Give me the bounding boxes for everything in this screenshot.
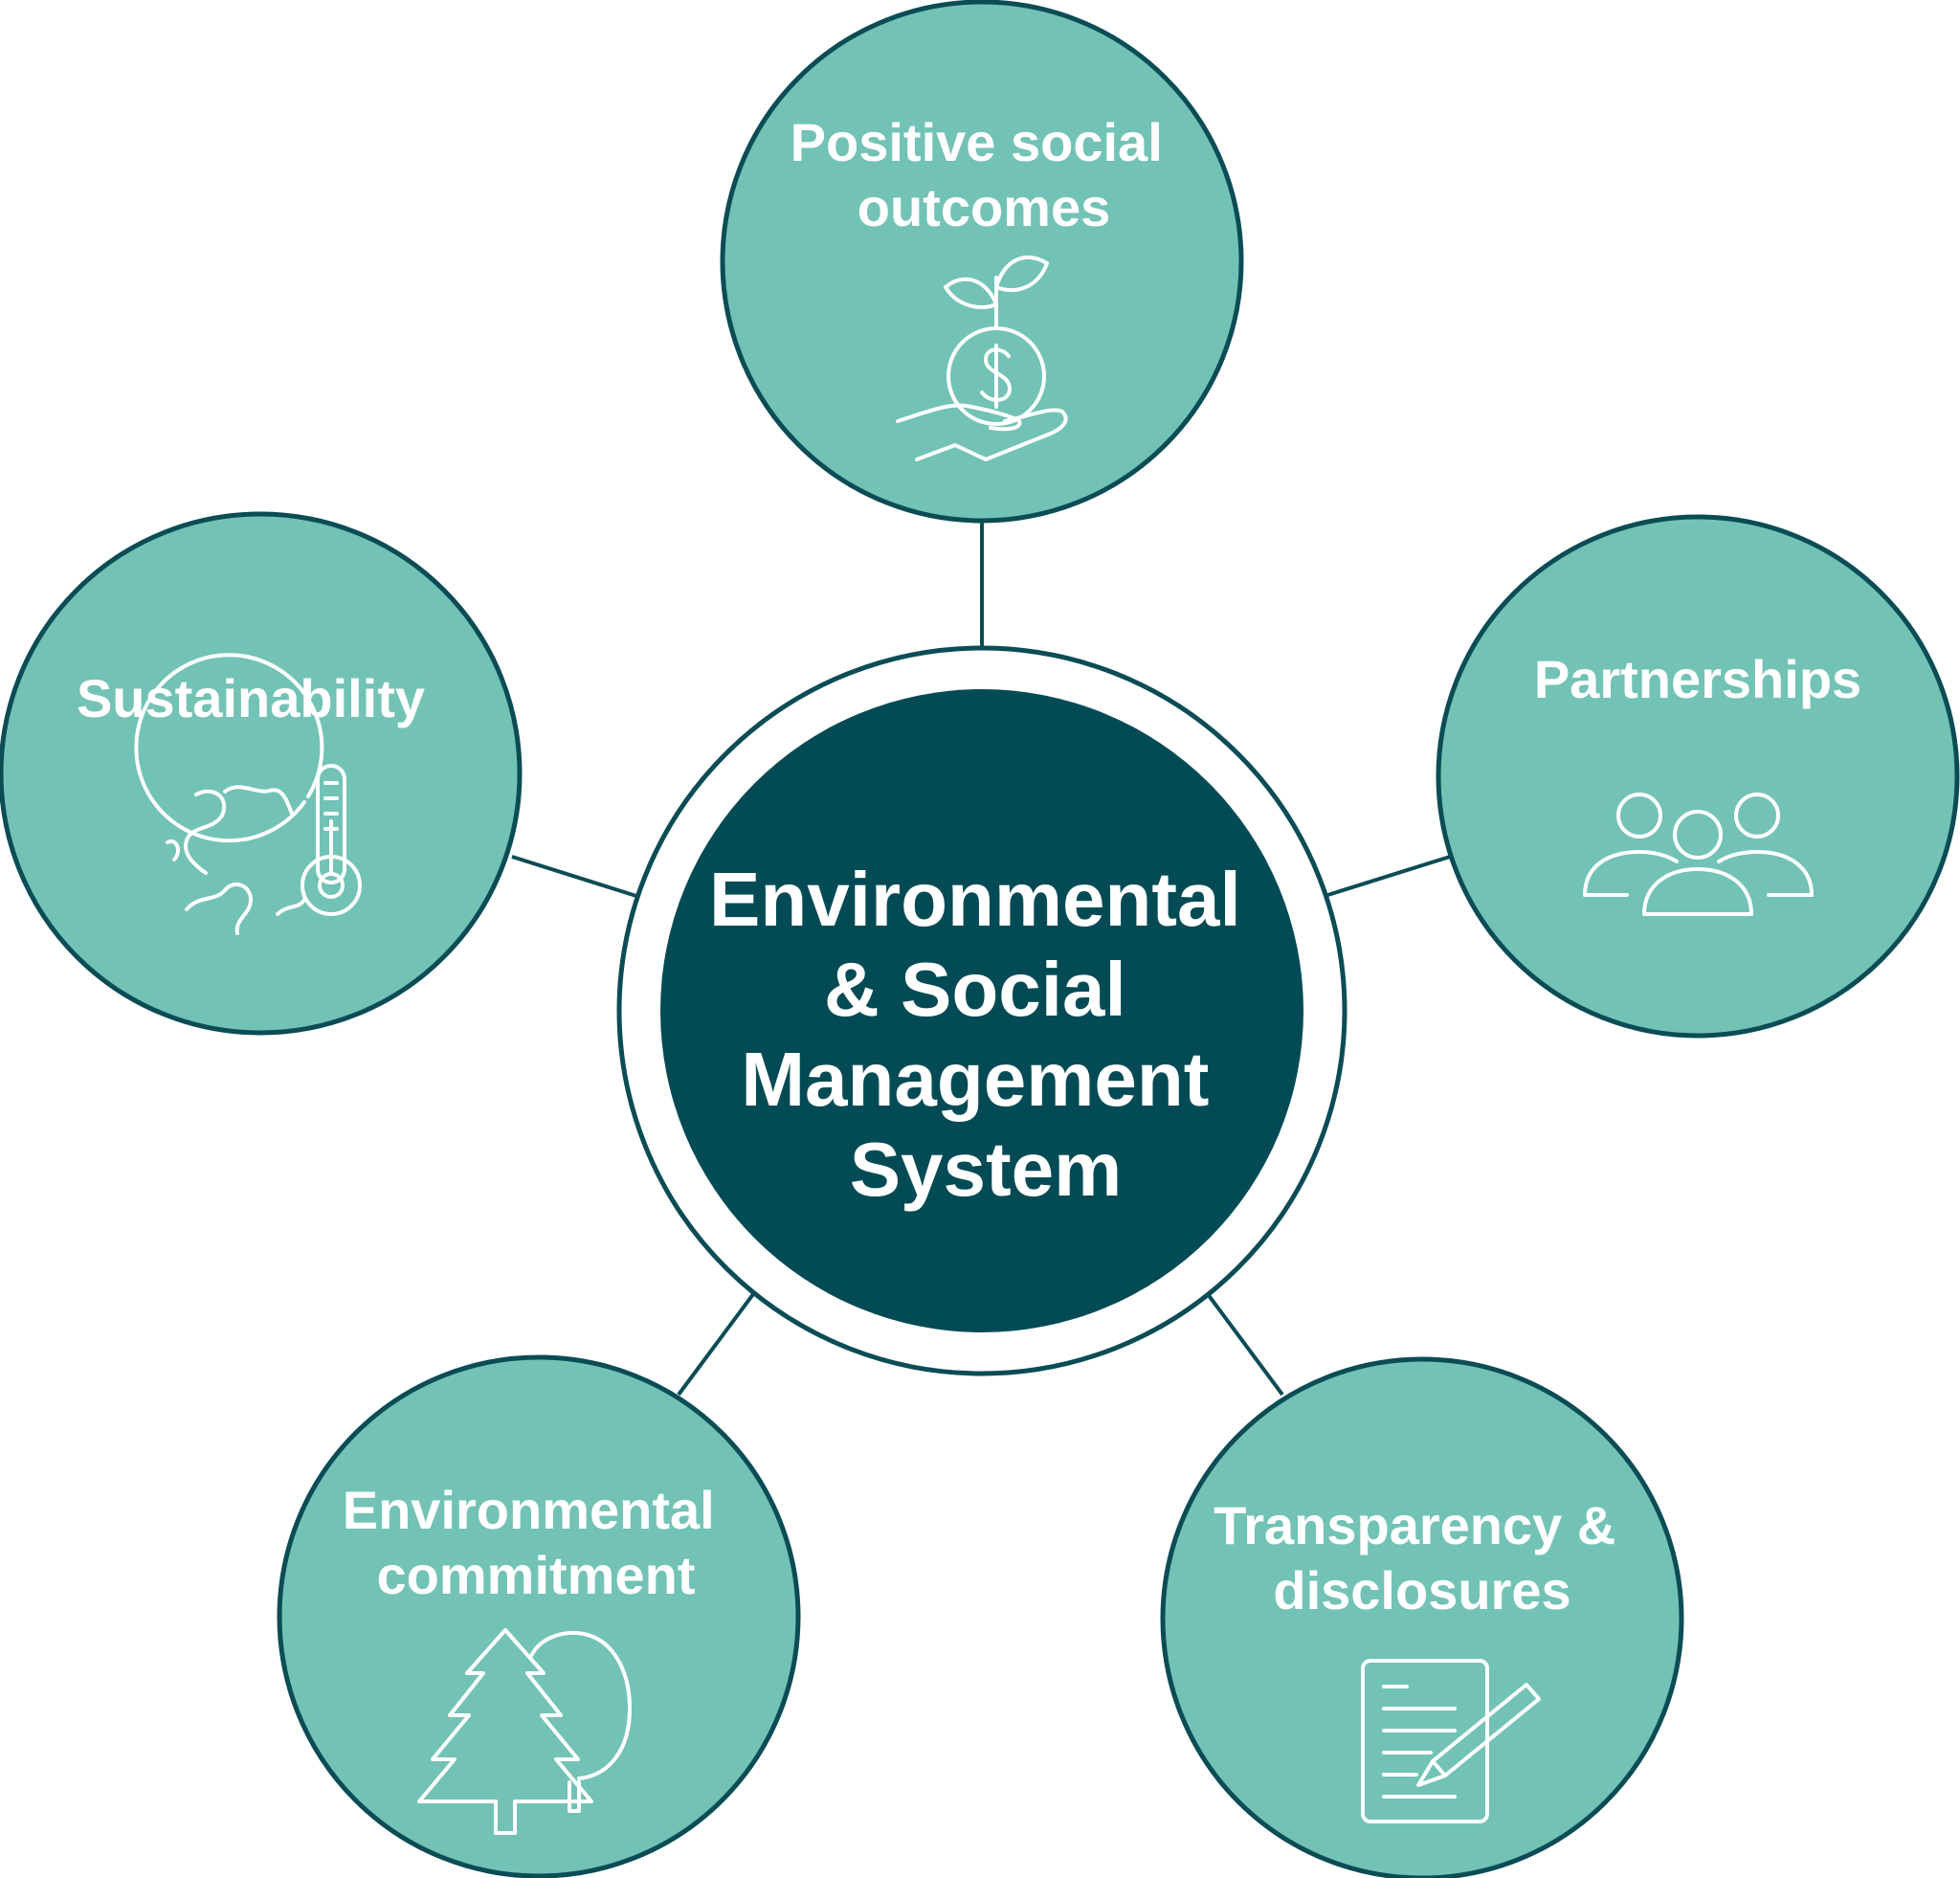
hub-core [660,689,1303,1332]
people-group-icon [1583,793,1814,916]
satellite-label: Sustainability [77,668,425,728]
connector-right [1321,855,1451,899]
globe-thermometer-icon [134,653,362,935]
satellite-label-line-1: Environmental [343,1480,715,1540]
satellite-label-line-2: disclosures [1273,1560,1570,1621]
satellite-circle [720,0,1244,524]
satellite-label-line-1: Transparency & [1214,1495,1615,1555]
satellite-sustainability: Sustainability [0,511,523,1036]
satellite-circle [1160,1356,1684,1878]
satellite-environmental-commitment: Environmental commitment [277,1354,801,1878]
satellite-circle [0,511,523,1036]
connectors [511,522,1451,1397]
money-sprout-hand-icon [896,256,1068,461]
connector-bottom-left [677,1288,758,1397]
hub-title-line-4: System [850,1127,1123,1212]
hub-title-line-2: & Social [824,947,1126,1032]
connector-bottom-right [1203,1288,1284,1397]
satellite-label-line-2: outcomes [858,177,1111,237]
satellite-label-line-1: Partnerships [1534,649,1861,709]
document-pen-icon [1361,1659,1541,1823]
satellite-partnerships: Partnerships [1436,514,1960,1039]
hub-title: Environmental & Social Management System [709,857,1262,1212]
satellite-label: Partnerships [1534,649,1861,709]
satellite-label-line-1: Sustainability [77,668,425,728]
satellite-circle [1436,514,1960,1039]
satellite-label-line-1: Positive social [791,112,1163,172]
satellite-label: Positive social outcomes [791,112,1178,237]
trees-icon [417,1628,632,1835]
satellite-transparency-disclosures: Transparency & disclosures [1160,1356,1684,1878]
satellite-positive-social-outcomes: Positive social outcomes [720,0,1244,524]
connector-left [511,855,640,899]
hub-title-line-1: Environmental [709,857,1241,942]
hub-title-line-3: Management [741,1037,1209,1122]
satellite-label: Transparency & disclosures [1214,1495,1631,1621]
hub: Environmental & Social Management System [616,645,1348,1376]
satellite-label-line-2: commitment [377,1545,696,1605]
satellite-circle [277,1354,801,1878]
satellite-label: Environmental commitment [343,1480,730,1605]
